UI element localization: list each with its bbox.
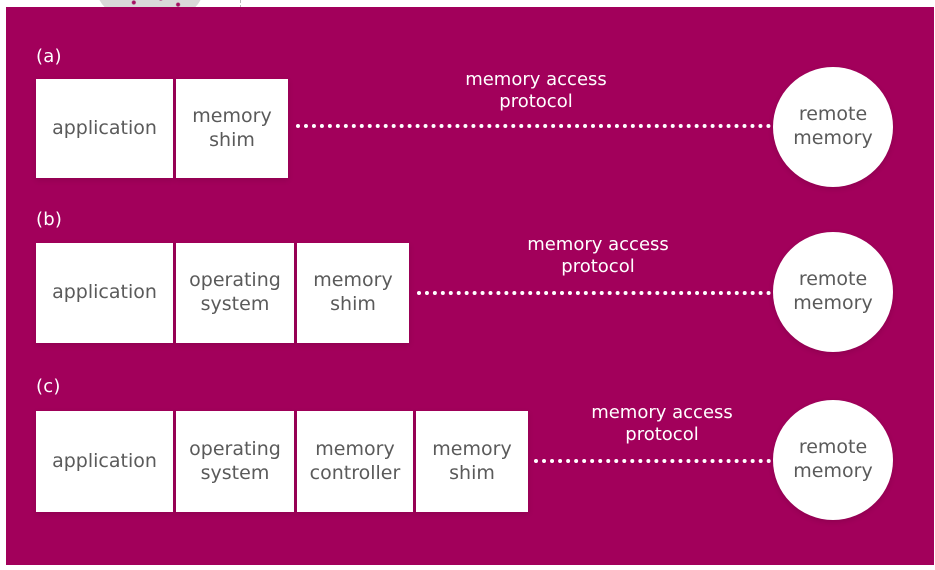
protocol-dotted-line-b (417, 291, 771, 295)
decorative-divider (240, 0, 241, 8)
protocol-label-b: memory access protocol (527, 234, 669, 277)
remote-memory-node-a: remote memory (773, 67, 893, 187)
operating-system-box-c: operating system (176, 411, 294, 512)
application-box-b: application (36, 243, 173, 343)
protocol-dotted-line-c (534, 459, 771, 463)
section-label-b: (b) (36, 209, 63, 230)
memory-shim-box-a: memory shim (176, 79, 288, 178)
memory-shim-box-b: memory shim (297, 243, 409, 343)
application-box-c: application (36, 411, 173, 512)
section-label-c: (c) (36, 376, 61, 397)
memory-shim-box-c: memory shim (416, 411, 528, 512)
memory-controller-box-c: memory controller (297, 411, 413, 512)
remote-memory-node-b: remote memory (773, 232, 893, 352)
operating-system-box-b: operating system (176, 243, 294, 343)
section-label-a: (a) (36, 46, 62, 67)
remote-memory-node-c: remote memory (773, 400, 893, 520)
application-box-a: application (36, 79, 173, 178)
protocol-label-a: memory access protocol (465, 69, 607, 112)
diagram-panel: (a) application memory shim memory acces… (6, 7, 934, 565)
protocol-label-c: memory access protocol (591, 402, 733, 445)
protocol-dotted-line-a (296, 124, 771, 128)
